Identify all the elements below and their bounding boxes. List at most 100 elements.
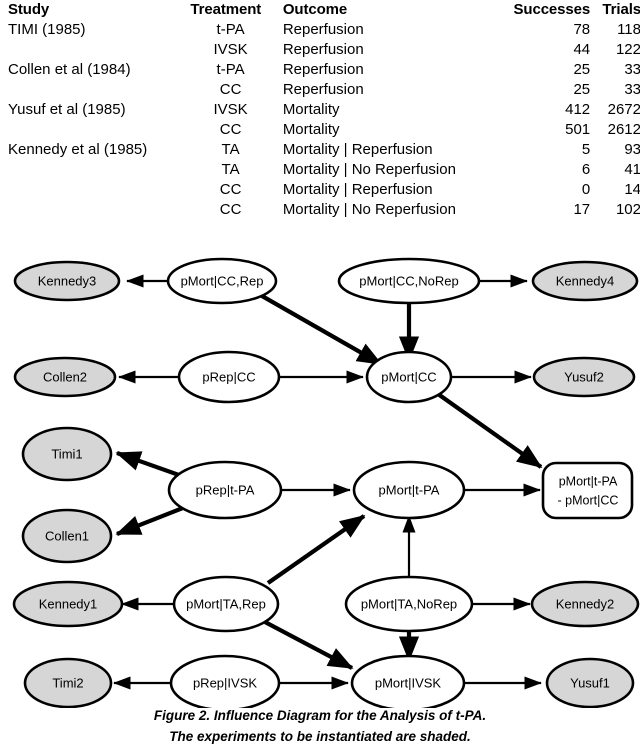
header-study: Study — [8, 1, 50, 18]
cell-outcome: Mortality — [282, 101, 340, 118]
cell-study: Collen et al (1984) — [8, 61, 131, 78]
node-pmort-cc-rep-label: pMort|CC,Rep — [181, 273, 264, 288]
cell-treatment: IVSK — [213, 101, 248, 118]
edge-pmorttarep-to-pmorttpa — [266, 514, 366, 585]
edge-pmorttarep-to-pmortivsk — [264, 620, 354, 670]
study-data-table: Study Treatment Outcome Successes Trials… — [0, 0, 640, 230]
node-difference-label-line2: - pMort|CC — [558, 493, 619, 507]
cell-successes: 412 — [565, 101, 591, 118]
node-prep-tpa-label: pRep|t-PA — [196, 482, 255, 497]
figure-caption: Figure 2. Influence Diagram for the Anal… — [0, 706, 640, 748]
node-timi1-label: Timi1 — [51, 446, 82, 461]
cell-study — [6, 160, 184, 180]
node-yusuf1-label: Yusuf1 — [570, 675, 610, 690]
cell-study — [6, 120, 184, 140]
cell-study: Kennedy et al (1985) — [8, 141, 148, 158]
cell-treatment: CC — [219, 121, 242, 138]
table-row: CC Mortality | Reperfusion 0 14 — [6, 180, 640, 200]
cell-study — [6, 200, 184, 220]
cell-successes: 5 — [581, 141, 591, 158]
cell-outcome: Reperfusion — [282, 41, 364, 58]
node-pmort-ta-norep[interactable]: pMort|TA,NoRep — [344, 575, 474, 633]
edge-pmortcc-to-difference — [436, 392, 543, 469]
node-kennedy1[interactable]: Kennedy1 — [12, 580, 124, 628]
node-difference-label-line1: pMort|t-PA — [559, 474, 618, 488]
node-kennedy1-label: Kennedy1 — [39, 596, 98, 611]
cell-trials: 93 — [624, 141, 640, 158]
cell-study — [6, 40, 184, 60]
node-pmort-cc[interactable]: pMort|CC — [365, 350, 453, 404]
node-pmort-cc-label: pMort|CC — [381, 369, 436, 384]
cell-successes: 17 — [573, 201, 591, 218]
cell-successes: 44 — [573, 41, 591, 58]
cell-treatment: TA — [221, 161, 240, 178]
node-kennedy3[interactable]: Kennedy3 — [13, 260, 121, 302]
cell-trials: 33 — [624, 61, 640, 78]
cell-outcome: Mortality | No Reperfusion — [282, 161, 456, 178]
header-trials: Trials — [602, 1, 640, 18]
cell-trials: 14 — [624, 181, 640, 198]
edge-pmortccrep-to-pmortcc — [260, 294, 383, 366]
caption-line-1: Figure 2. Influence Diagram for the Anal… — [153, 708, 487, 723]
cell-trials: 2612 — [607, 121, 640, 138]
node-timi1[interactable]: Timi1 — [21, 426, 113, 482]
node-timi2[interactable]: Timi2 — [23, 657, 113, 708]
node-collen2-label: Collen2 — [43, 369, 87, 384]
cell-treatment: t-PA — [216, 61, 245, 78]
node-kennedy4[interactable]: Kennedy4 — [531, 260, 639, 302]
node-prep-tpa[interactable]: pRep|t-PA — [167, 460, 283, 520]
cell-trials: 2672 — [607, 101, 640, 118]
cell-study — [6, 180, 184, 200]
node-prep-ivsk[interactable]: pRep|IVSK — [169, 654, 281, 708]
cell-successes: 0 — [581, 181, 591, 198]
node-prep-ivsk-label: pRep|IVSK — [193, 675, 257, 690]
node-pmort-ta-norep-label: pMort|TA,NoRep — [361, 596, 457, 611]
cell-outcome: Reperfusion — [282, 81, 364, 98]
node-kennedy3-label: Kennedy3 — [38, 273, 97, 288]
cell-outcome: Mortality — [282, 121, 340, 138]
node-difference[interactable]: pMort|t-PA - pMort|CC — [541, 461, 634, 520]
cell-successes: 78 — [573, 21, 591, 38]
cell-outcome: Mortality | Reperfusion — [282, 141, 433, 158]
cell-treatment: CC — [219, 181, 242, 198]
influence-diagram: Kennedy3 pMort|CC,Rep pMort|CC,NoRep Ken… — [0, 248, 640, 708]
edge-layer — [113, 274, 543, 690]
header-treatment: Treatment — [190, 1, 262, 18]
node-pmort-cc-rep[interactable]: pMort|CC,Rep — [166, 257, 278, 305]
node-prep-cc-label: pRep|CC — [202, 369, 255, 384]
node-collen2[interactable]: Collen2 — [13, 356, 117, 398]
node-pmort-ta-rep[interactable]: pMort|TA,Rep — [172, 575, 280, 633]
node-pmort-tpa[interactable]: pMort|t-PA — [352, 460, 466, 520]
cell-outcome: Mortality | Reperfusion — [282, 181, 433, 198]
node-pmort-tpa-label: pMort|t-PA — [379, 482, 440, 497]
cell-successes: 6 — [581, 161, 591, 178]
node-pmort-ivsk-label: pMort|IVSK — [375, 675, 442, 690]
node-prep-cc[interactable]: pRep|CC — [177, 350, 281, 404]
node-collen1[interactable]: Collen1 — [21, 508, 113, 564]
cell-trials: 33 — [624, 81, 640, 98]
node-layer: Kennedy3 pMort|CC,Rep pMort|CC,NoRep Ken… — [12, 257, 640, 708]
node-yusuf1[interactable]: Yusuf1 — [545, 657, 635, 708]
table-row: Kennedy et al (1985) TA Mortality | Reperf… — [6, 140, 640, 160]
cell-outcome: Reperfusion — [282, 61, 364, 78]
node-kennedy2[interactable]: Kennedy2 — [530, 580, 640, 628]
cell-trials: 118 — [617, 21, 640, 38]
cell-treatment: TA — [221, 141, 240, 158]
node-pmort-cc-norep[interactable]: pMort|CC,NoRep — [337, 257, 481, 305]
caption-line-2: The experiments to be instantiated are s… — [169, 728, 471, 744]
node-timi2-label: Timi2 — [52, 675, 83, 690]
cell-successes: 501 — [565, 121, 591, 138]
node-yusuf2[interactable]: Yusuf2 — [532, 356, 636, 398]
node-pmort-ivsk[interactable]: pMort|IVSK — [350, 654, 466, 708]
cell-study: TIMI (1985) — [8, 21, 86, 38]
node-yusuf2-label: Yusuf2 — [564, 369, 604, 384]
header-successes: Successes — [513, 1, 591, 18]
header-outcome: Outcome — [282, 1, 348, 18]
cell-trials: 102 — [615, 201, 640, 218]
cell-treatment: CC — [219, 201, 242, 218]
